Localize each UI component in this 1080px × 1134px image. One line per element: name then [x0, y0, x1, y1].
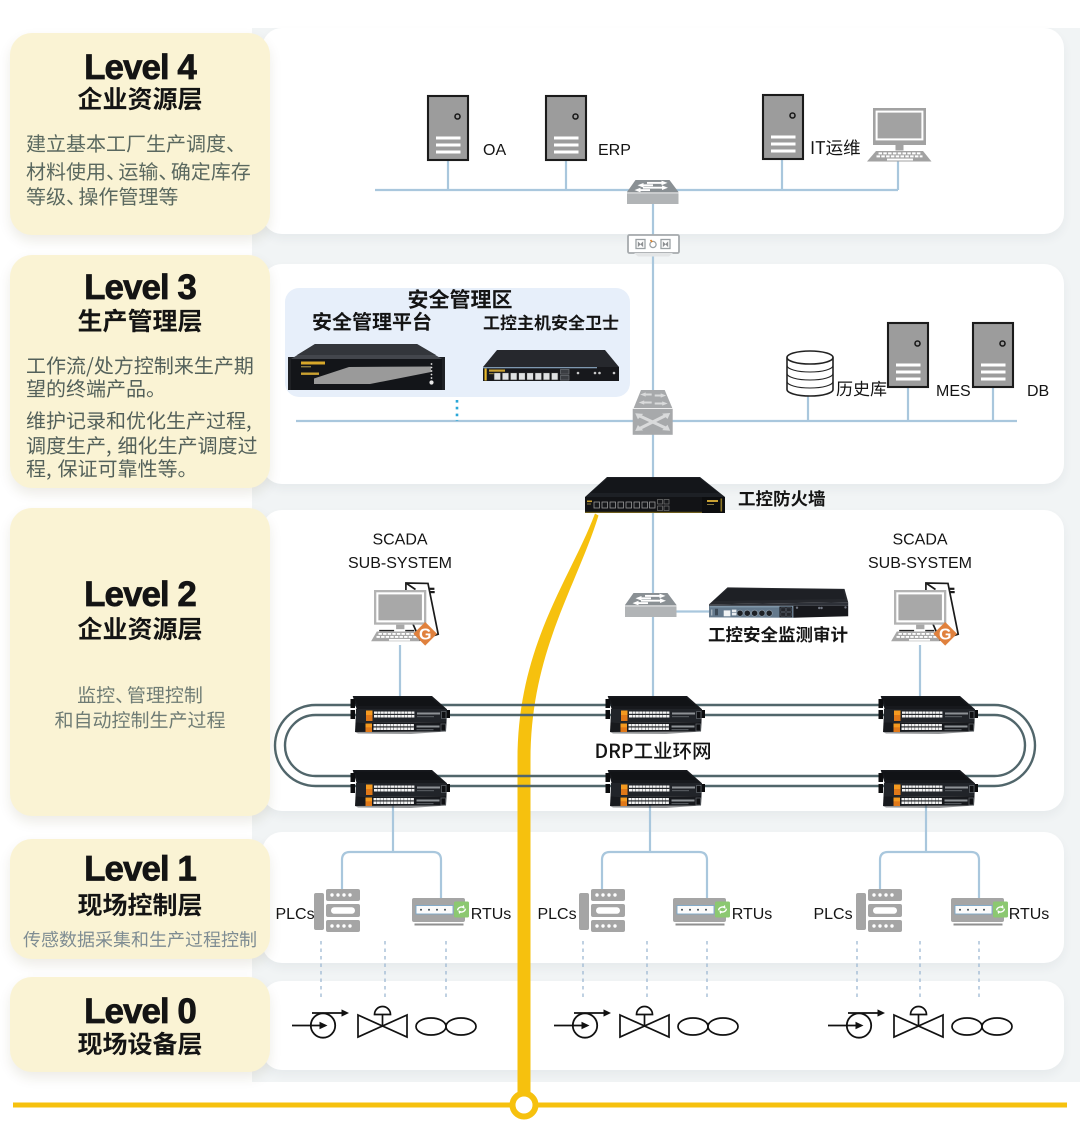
- svg-text:G: G: [419, 627, 431, 644]
- svg-text:RTUs: RTUs: [1009, 906, 1050, 923]
- svg-text:Level 0: Level 0: [84, 992, 196, 1031]
- svg-text:RTUs: RTUs: [471, 906, 512, 923]
- svg-text:Level 3: Level 3: [84, 268, 196, 307]
- svg-text:SCADA: SCADA: [892, 532, 947, 549]
- svg-text:SUB-SYSTEM: SUB-SYSTEM: [348, 555, 452, 572]
- svg-text:PLCs: PLCs: [813, 906, 852, 923]
- svg-text:Level 2: Level 2: [84, 575, 196, 614]
- svg-text:Level 1: Level 1: [84, 850, 196, 889]
- svg-text:Level 4: Level 4: [84, 48, 197, 87]
- svg-text:ERP: ERP: [598, 142, 631, 159]
- svg-text:PLCs: PLCs: [537, 906, 576, 923]
- svg-text:RTUs: RTUs: [732, 906, 773, 923]
- svg-text:DB: DB: [1027, 383, 1049, 400]
- svg-text:OA: OA: [483, 142, 506, 159]
- svg-text:SCADA: SCADA: [372, 532, 427, 549]
- svg-text:MES: MES: [936, 383, 971, 400]
- svg-text:PLCs: PLCs: [275, 906, 314, 923]
- svg-text:SUB-SYSTEM: SUB-SYSTEM: [868, 555, 972, 572]
